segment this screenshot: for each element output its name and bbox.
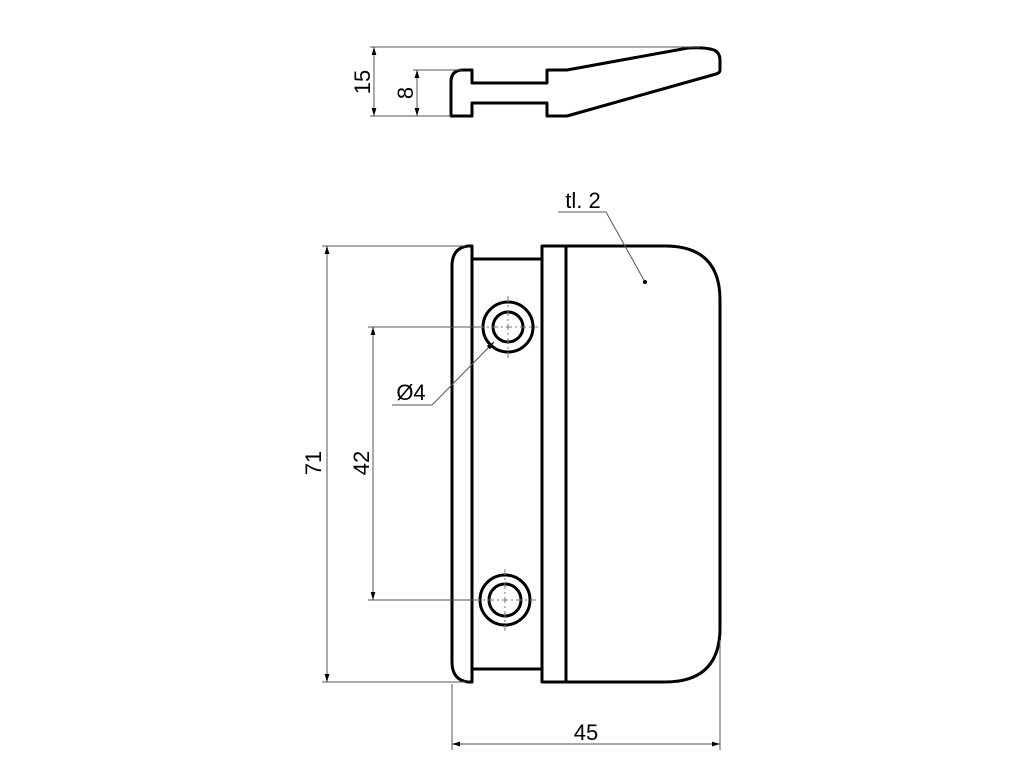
side-view: 15 8 — [350, 46, 722, 118]
dim-text-71: 71 — [301, 451, 326, 475]
dim-text-45: 45 — [574, 720, 598, 745]
cover-plate — [540, 244, 722, 684]
top-hole — [478, 296, 538, 358]
thickness-note: tl. 2 — [565, 188, 600, 213]
left-flange — [450, 244, 474, 684]
thickness-leader — [558, 211, 646, 283]
hole-diameter-leader — [392, 341, 495, 406]
dim-text-42: 42 — [349, 451, 374, 475]
leader-dot — [643, 280, 647, 284]
hole-diameter-label: Ø4 — [396, 380, 425, 405]
side-profile — [449, 46, 722, 118]
dim-text-15: 15 — [350, 70, 375, 94]
front-view: 71 42 45 Ø4 tl. 2 — [301, 188, 722, 750]
bottom-hole — [474, 569, 536, 631]
dim-text-8: 8 — [393, 87, 418, 99]
